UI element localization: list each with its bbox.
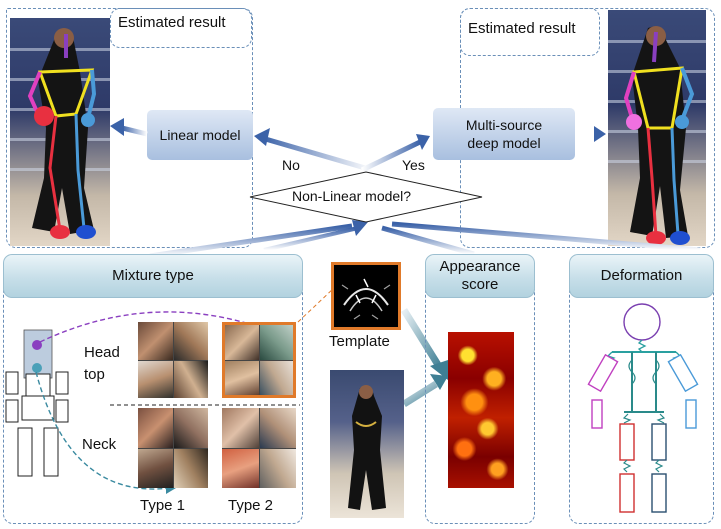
neck-label: Neck (82, 436, 117, 453)
arrow-appearance-up (381, 225, 475, 257)
deformation-tab: Deformation (569, 254, 714, 298)
linear-model-label: Linear model (159, 127, 241, 143)
decision-diamond (249, 171, 483, 223)
mixture-title: Mixture type (112, 267, 194, 284)
type2-label: Type 2 (228, 497, 274, 514)
type1-label: Type 1 (140, 497, 186, 514)
multi-source-box: Multi-source deep model (433, 108, 575, 160)
template-link (297, 287, 335, 323)
decision-label: Non-Linear model? (292, 188, 412, 204)
multi-source-label: Multi-source deep model (465, 117, 543, 151)
right-estimated-label: Estimated result (468, 20, 576, 37)
right-person-skeleton (608, 26, 706, 245)
template-label: Template (329, 333, 390, 350)
left-person-skeleton (10, 28, 110, 239)
linear-model-box: Linear model (147, 110, 253, 160)
deform-head (623, 303, 661, 341)
appearance-tab: Appearance score (425, 254, 535, 298)
no-label: No (282, 157, 300, 173)
appearance-heatmap (448, 332, 514, 488)
appearance-title: Appearance score (439, 258, 521, 293)
arrow-deformation-up (391, 221, 701, 253)
arrow-image-to-score (402, 381, 438, 407)
arrow-mixture-up (149, 223, 353, 259)
left-estimated-label: Estimated result (118, 14, 226, 31)
arrow-to-linear (261, 135, 373, 173)
right-result-label-box (460, 8, 600, 56)
neck-link (35, 371, 171, 490)
input-image (330, 370, 404, 518)
arrow-mid-up (263, 226, 359, 252)
head-top-label: Head top (84, 344, 120, 383)
arrow-to-multisource (360, 139, 422, 173)
head-top-link (39, 311, 263, 343)
head-type1-patches (138, 322, 208, 398)
right-result-photo (608, 10, 706, 246)
neck-keypoint (32, 363, 42, 373)
template-image (331, 262, 401, 330)
deformation-title: Deformation (600, 267, 683, 284)
arrow-linear-to-result (121, 125, 148, 137)
neck-type2-patches (222, 408, 296, 488)
neck-type1-patches (138, 408, 208, 488)
head-type2-patches (222, 322, 296, 398)
head-top-keypoint (32, 340, 42, 350)
mixture-tab: Mixture type (3, 254, 303, 298)
left-result-photo (10, 18, 110, 246)
arrow-template-to-score (401, 308, 443, 370)
yes-label: Yes (402, 157, 425, 173)
left-result-label-box (110, 8, 252, 48)
